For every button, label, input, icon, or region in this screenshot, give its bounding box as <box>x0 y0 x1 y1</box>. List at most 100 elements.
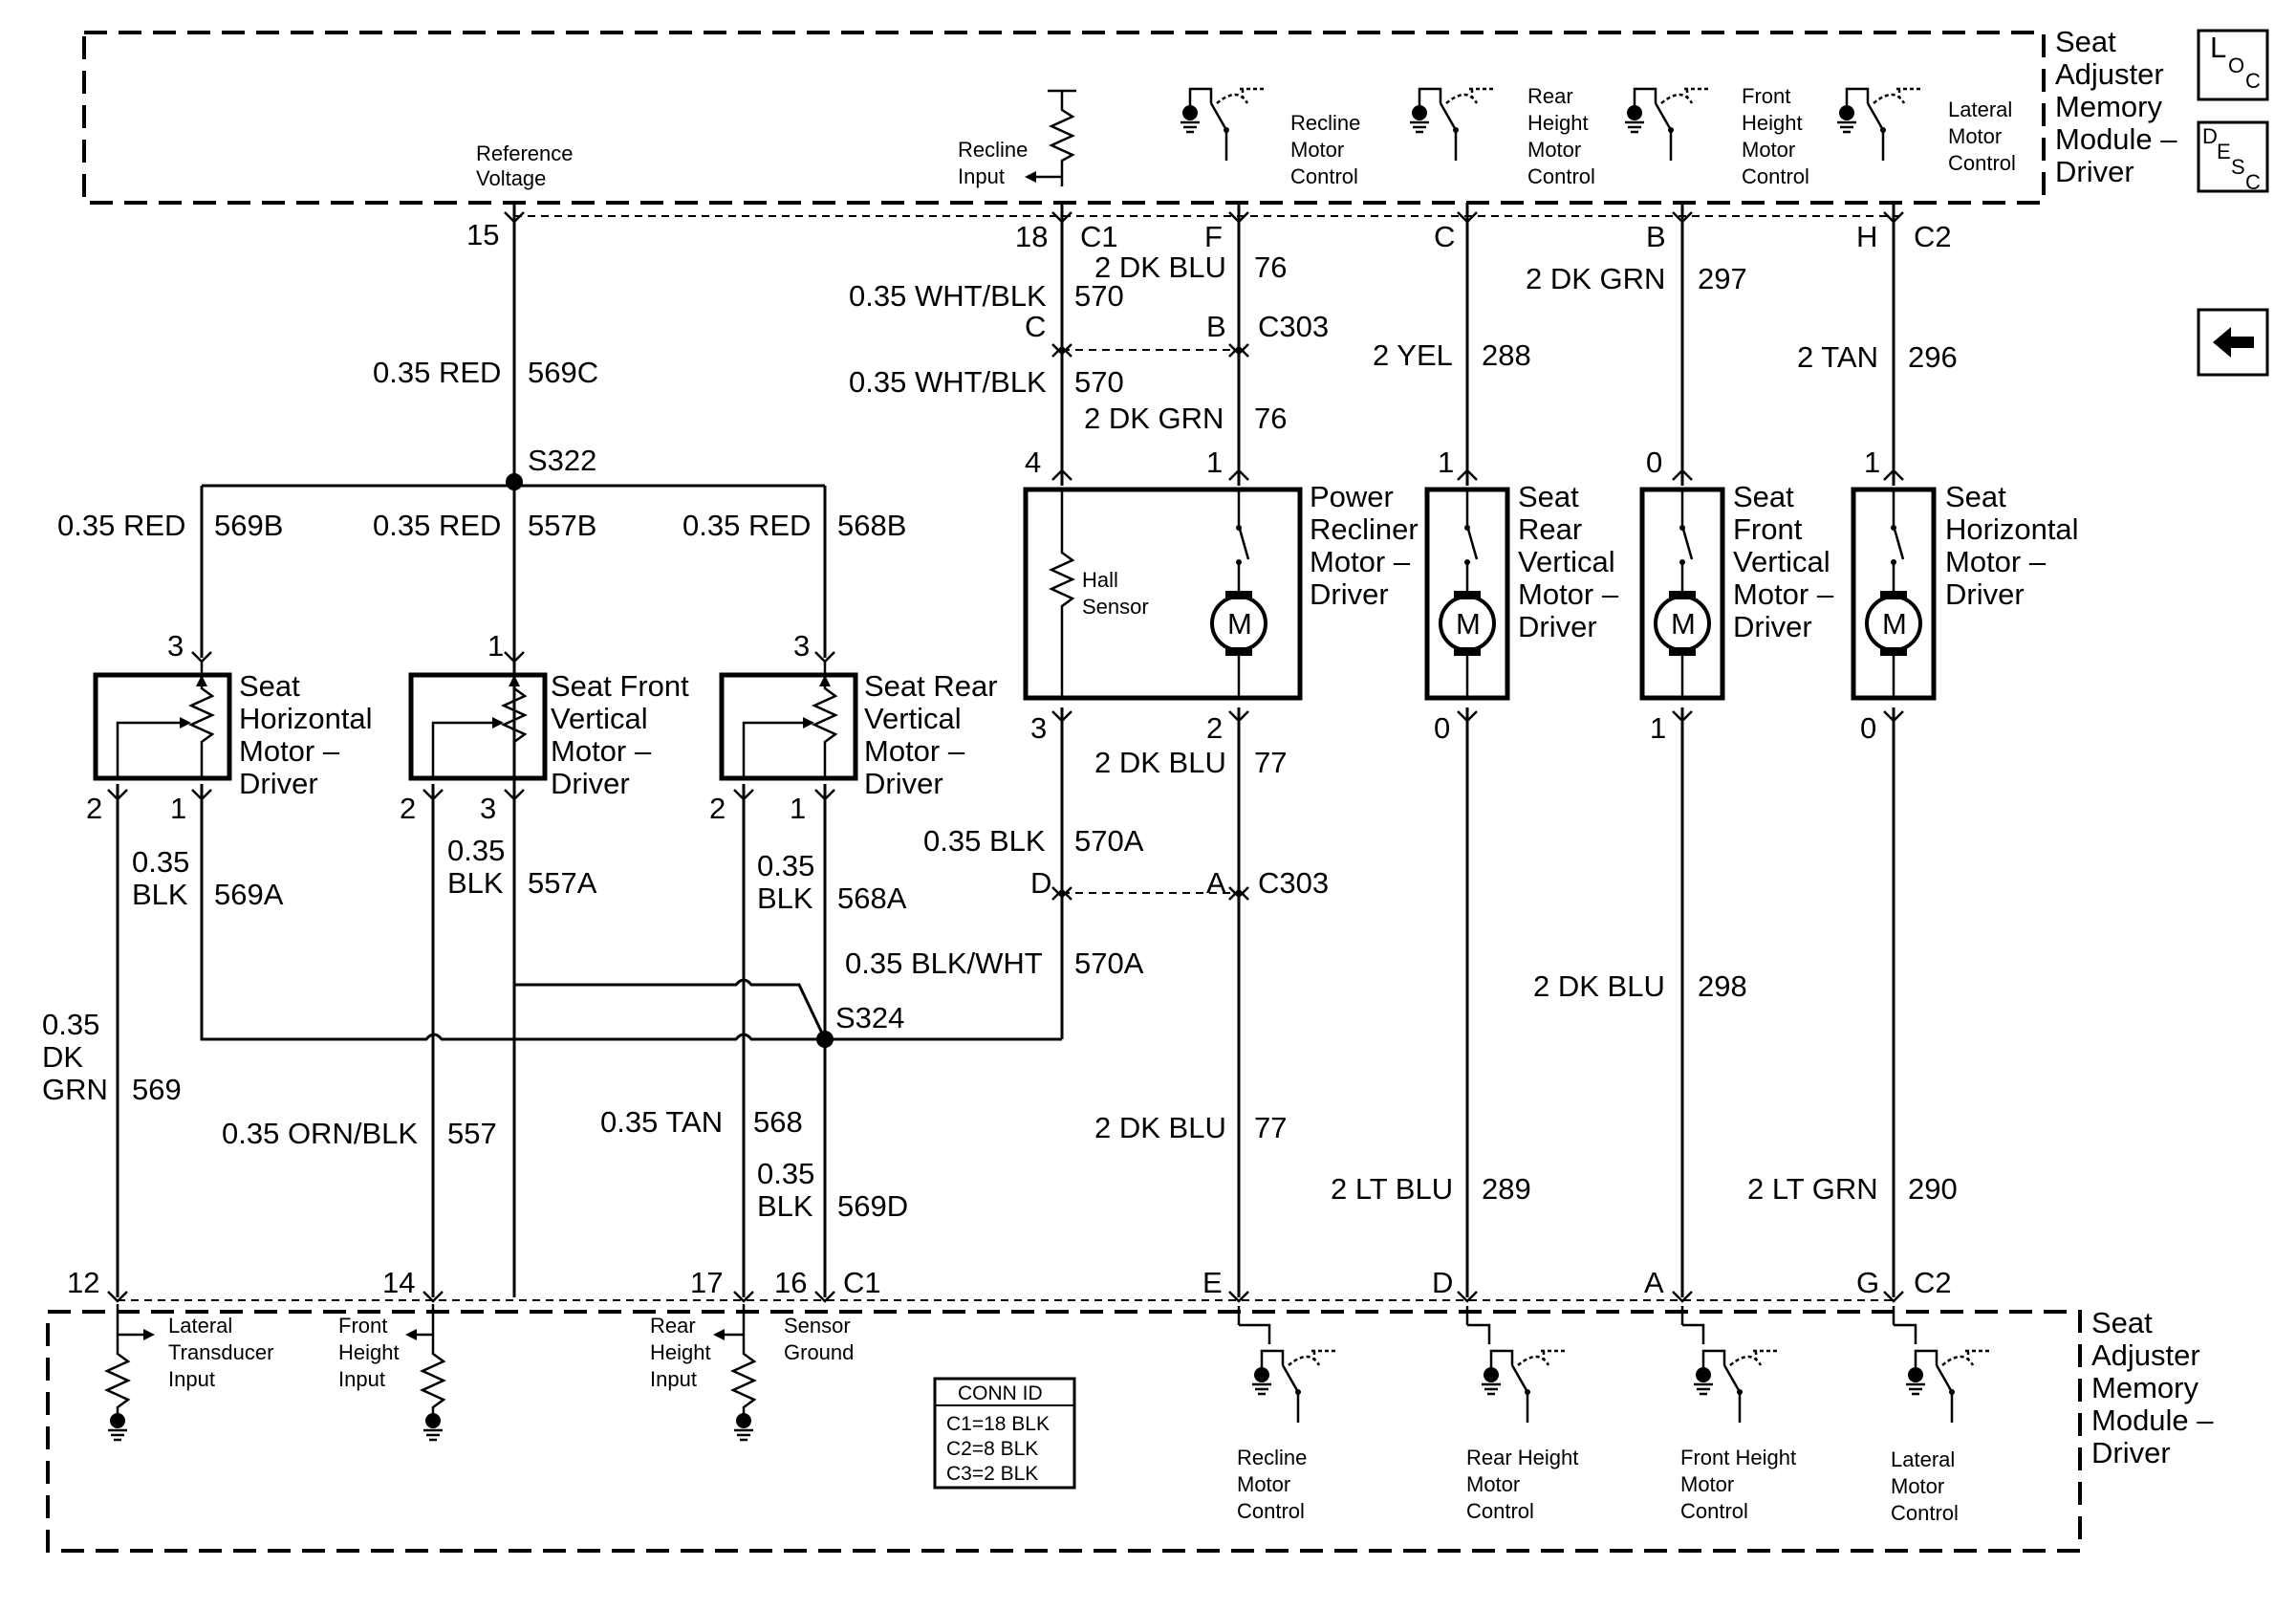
svg-text:Recline: Recline <box>1237 1446 1307 1469</box>
svg-text:2: 2 <box>86 792 102 825</box>
module-title-line: Memory <box>2091 1371 2199 1404</box>
svg-text:17: 17 <box>690 1266 723 1299</box>
module-title-line: Driver <box>2055 155 2134 188</box>
wire-290-color: 2 LT GRN <box>1747 1172 1878 1206</box>
svg-text:Motor: Motor <box>1290 138 1344 162</box>
svg-text:Control: Control <box>1527 164 1595 188</box>
svg-text:S: S <box>2231 155 2245 179</box>
wire-569-color: GRN <box>42 1073 108 1106</box>
svg-text:Lateral: Lateral <box>1891 1447 1955 1471</box>
module-title-line: Memory <box>2055 90 2162 123</box>
svg-text:Vertical: Vertical <box>551 702 648 735</box>
loc-icon[interactable]: L O C <box>2197 29 2269 101</box>
splice-s324 <box>816 1031 834 1048</box>
svg-text:3: 3 <box>793 629 810 663</box>
splice-s322-label: S322 <box>528 444 596 477</box>
svg-text:Rear: Rear <box>650 1314 696 1338</box>
svg-text:14: 14 <box>382 1266 415 1299</box>
svg-text:3: 3 <box>1030 711 1047 745</box>
top-rear-height-relay-icon <box>1408 87 1496 163</box>
wire-76-color: 2 DK GRN <box>1084 402 1224 435</box>
conn-id-row: C3=2 BLK <box>946 1463 1038 1485</box>
wire-569c-color: 0.35 RED <box>373 356 501 389</box>
module-title-line: Driver <box>2091 1436 2171 1469</box>
wire-289-number: 289 <box>1482 1172 1531 1206</box>
motor-m-label: M <box>1227 607 1252 641</box>
wire-568a-number: 568A <box>837 881 907 915</box>
svg-text:Front: Front <box>1742 84 1790 108</box>
module-title-line: Seat <box>2055 25 2116 58</box>
module-title-line: Seat <box>2091 1306 2153 1339</box>
desc-icon[interactable]: D E S C <box>2197 120 2269 194</box>
wire-76-color: 2 DK BLU <box>1094 250 1226 284</box>
wire-570a-color: 0.35 BLK/WHT <box>845 946 1043 980</box>
svg-text:Recline: Recline <box>1290 111 1360 135</box>
svg-text:Driver: Driver <box>1310 577 1389 611</box>
svg-text:B: B <box>1206 310 1226 343</box>
module-title-line: Module – <box>2091 1403 2214 1437</box>
svg-text:Height: Height <box>650 1340 711 1364</box>
svg-text:Seat: Seat <box>1945 480 2006 513</box>
wire-569b-color: 0.35 RED <box>57 509 185 542</box>
wire-569d-number: 569D <box>837 1189 908 1223</box>
wire-569d-gauge: 0.35 <box>757 1157 814 1190</box>
svg-text:Front: Front <box>338 1314 387 1338</box>
conn-id-row: C1=18 BLK <box>946 1413 1050 1435</box>
wire-570a-number: 570A <box>1074 946 1144 980</box>
c303-bottom-labels: D A C303 <box>1030 866 1329 900</box>
module-title-bottom: Seat Adjuster Memory Module – Driver <box>2091 1306 2214 1469</box>
top-pin-labels: 15 18 C1 F C B H C2 <box>466 218 1952 253</box>
wire-557a-number: 557A <box>528 866 597 900</box>
svg-text:Vertical: Vertical <box>1518 545 1615 578</box>
svg-text:O: O <box>2228 54 2244 77</box>
svg-text:Rear: Rear <box>1527 84 1573 108</box>
lateral-transducer-resistor <box>103 1304 155 1442</box>
bottom-input-labels: Lateral Transducer Input Front Height In… <box>168 1314 854 1391</box>
svg-text:Ground: Ground <box>784 1340 854 1364</box>
module-title-top: Seat Adjuster Memory Module – Driver <box>2055 25 2177 188</box>
svg-text:Vertical: Vertical <box>864 702 962 735</box>
wire-570-number: 570 <box>1074 365 1124 399</box>
top-recline-relay-icon <box>1179 87 1267 163</box>
svg-text:Motor: Motor <box>1237 1472 1290 1496</box>
wire-569-gauge: 0.35 <box>42 1008 99 1041</box>
svg-text:E: E <box>1202 1266 1223 1299</box>
reference-voltage-label: Reference Voltage <box>476 141 574 190</box>
svg-text:Seat: Seat <box>1733 480 1794 513</box>
wire-76-number: 76 <box>1254 402 1287 435</box>
svg-text:Seat Rear: Seat Rear <box>864 669 998 703</box>
module-title-line: Adjuster <box>2091 1338 2200 1372</box>
splice-s322 <box>506 473 523 490</box>
svg-text:Control: Control <box>1948 151 2016 175</box>
svg-text:Motor: Motor <box>1948 124 2002 148</box>
svg-text:0: 0 <box>1434 711 1450 745</box>
c303-top-labels: C B C303 <box>1025 310 1329 343</box>
back-arrow-icon[interactable] <box>2197 308 2269 377</box>
wire-570-color: 0.35 WHT/BLK <box>849 279 1047 313</box>
seat-horizontal-sensor: Seat Horizontal Motor – Driver 3 2 1 <box>86 629 373 825</box>
svg-text:2: 2 <box>400 792 416 825</box>
svg-text:Input: Input <box>338 1367 385 1391</box>
svg-text:Control: Control <box>1466 1499 1534 1523</box>
recline-input-resistor <box>1025 89 1076 186</box>
top-front-height-motor-control-label: Front Height Motor Control <box>1742 84 1809 188</box>
svg-text:C: C <box>2245 69 2261 93</box>
svg-text:C1: C1 <box>1080 220 1118 253</box>
svg-text:1: 1 <box>487 629 504 663</box>
svg-text:Height: Height <box>1742 111 1803 135</box>
svg-text:Sensor: Sensor <box>784 1314 851 1338</box>
svg-text:Driver: Driver <box>1945 577 2025 611</box>
svg-text:15: 15 <box>466 218 499 251</box>
svg-text:Motor: Motor <box>1527 138 1581 162</box>
wire-568-number: 568 <box>753 1105 803 1139</box>
wire-77-number: 77 <box>1254 1111 1287 1144</box>
svg-text:12: 12 <box>67 1266 99 1299</box>
svg-text:Motor: Motor <box>1466 1472 1520 1496</box>
seat-front-vertical-sensor: Seat Front Vertical Motor – Driver 1 2 3 <box>400 629 689 825</box>
svg-text:Seat Front: Seat Front <box>551 669 689 703</box>
top-rear-height-motor-control-label: Rear Height Motor Control <box>1527 84 1595 188</box>
wire-77-number: 77 <box>1254 746 1287 779</box>
svg-text:Control: Control <box>1290 164 1358 188</box>
wire-568b-number: 568B <box>837 509 906 542</box>
